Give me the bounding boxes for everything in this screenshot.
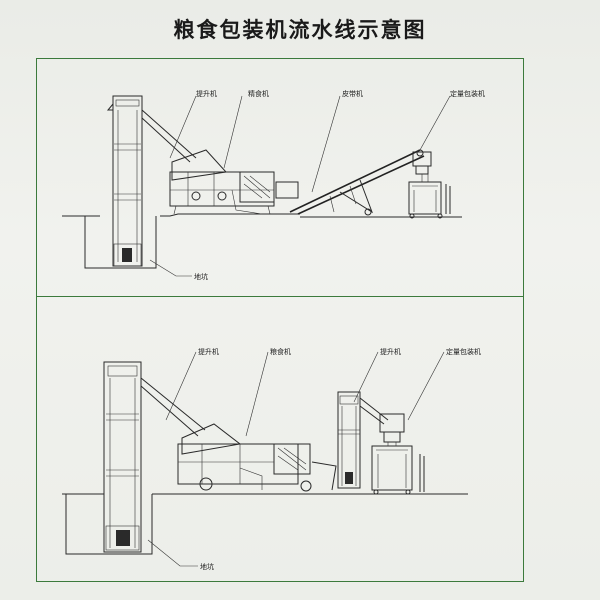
upper-packing-machine [408,151,451,219]
upper-leader-lines [149,95,451,277]
lower-pit [65,494,153,555]
upper-belt-conveyor-label: 皮带机 [342,89,363,98]
upper-grain-cleaner [169,149,299,215]
lower-panel: 提升机 粮食机 提升机 定量包装机 地坑 [62,347,481,571]
upper-packing-machine-label: 定量包装机 [450,89,485,98]
lower-grain-machine-label: 粮食机 [270,347,291,356]
lower-bucket-elevator-right [337,391,389,489]
upper-belt-conveyor [289,149,425,216]
lower-packing-machine-label: 定量包装机 [446,347,481,356]
lower-elevator-right-label: 提升机 [380,347,401,356]
lower-leader-lines [147,351,445,567]
panel-divider [36,296,524,297]
upper-pit [84,216,157,269]
upper-floor-line [62,213,462,218]
upper-bucket-elevator [106,95,197,267]
lower-grain-machine [177,423,337,492]
diagram-frame [36,58,524,582]
lower-elevator-left-label: 提升机 [198,347,219,356]
page-title: 粮食包装机流水线示意图 [173,18,427,42]
lower-packing-machine [371,413,425,495]
upper-grain-cleaner-label: 精食机 [248,89,269,98]
upper-pit-label: 地坑 [194,272,208,281]
lower-pit-label: 地坑 [200,562,214,571]
upper-panel: 提升机 精食机 皮带机 定量包装机 地坑 [62,89,485,281]
upper-elevator-label: 提升机 [196,89,217,98]
lower-bucket-elevator-left [103,361,206,553]
